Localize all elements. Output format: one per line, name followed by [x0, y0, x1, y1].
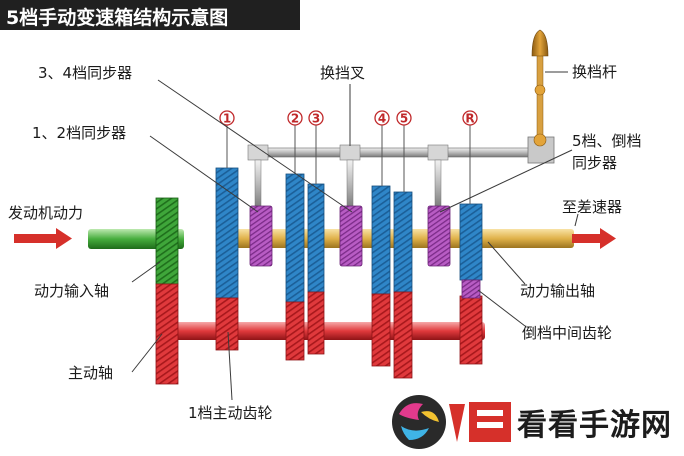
gear-number-1: 1: [219, 110, 235, 168]
label-main-shaft: 主动轴: [68, 364, 113, 382]
label-shift-fork: 换挡叉: [320, 64, 365, 82]
synchronizer-34: [339, 205, 363, 267]
gear-number-4: 4: [374, 110, 390, 186]
gear-2-drive: [285, 301, 305, 361]
label-sync-5r-line1: 5档、倒档: [572, 132, 642, 150]
label-sync-12: 1、2档同步器: [32, 124, 126, 142]
leader-reverse-idler: [477, 289, 526, 327]
label-to-differential: 至差速器: [562, 198, 622, 216]
shift-rail: [249, 147, 541, 158]
label-output-shaft: 动力输出轴: [520, 282, 595, 300]
gear-number-5: 5: [396, 110, 412, 192]
leader-main-shaft: [131, 333, 163, 373]
label-first-drive-gear: 1档主动齿轮: [188, 404, 273, 422]
watermark: 看看手游网: [385, 382, 684, 456]
leader-input-shaft: [131, 261, 161, 283]
svg-text:5: 5: [400, 112, 408, 126]
gear-number-3: 3: [308, 110, 324, 184]
svg-text:2: 2: [291, 112, 299, 126]
shift-fork-34: [339, 144, 361, 209]
synchronizer-5r: [427, 205, 451, 267]
gear-number-2: 2: [287, 110, 303, 174]
shift-fork-12: [247, 144, 269, 209]
svg-text:3: 3: [312, 112, 320, 126]
gear-1-drive: [215, 297, 239, 351]
gear-5-drive: [393, 291, 413, 379]
reverse-idler-gear: [461, 279, 481, 299]
watermark-text: 看看手游网: [517, 408, 672, 443]
input-arrow: [14, 228, 72, 249]
label-shift-lever: 换档杆: [572, 63, 617, 81]
leader-to-differential: [574, 213, 579, 227]
leader-output-shaft: [487, 241, 526, 285]
label-input-shaft: 动力输入轴: [34, 282, 109, 300]
shift-fork-5r: [427, 144, 449, 209]
label-sync-34: 3、4档同步器: [38, 64, 132, 82]
gear-5-driven: [393, 191, 413, 293]
gear-3-drive: [307, 291, 325, 355]
leader-sync-5r: [439, 149, 573, 213]
gear-4-drive: [371, 293, 391, 367]
output-arrow: [572, 228, 616, 249]
title-bar: 5档手动变速箱结构示意图: [0, 0, 300, 30]
gear-3-driven: [307, 183, 325, 293]
svg-text:R: R: [465, 112, 474, 126]
gear-number-r: R: [462, 110, 478, 204]
svg-text:1: 1: [223, 112, 231, 126]
leader-sync-34: [157, 79, 353, 213]
synchronizer-12: [249, 205, 273, 267]
page-title: 5档手动变速箱结构示意图: [6, 7, 229, 29]
label-reverse-idler: 倒档中间齿轮: [522, 324, 612, 342]
shift-lever: [527, 29, 555, 164]
gear-r-driven: [459, 203, 483, 281]
gear-2-driven: [285, 173, 305, 303]
svg-text:4: 4: [378, 112, 386, 126]
gear-r-drive: [459, 295, 483, 365]
counter-drive-gear: [155, 283, 179, 385]
leader-sync-12: [149, 135, 259, 213]
watermark-logo-icon: [385, 382, 684, 456]
label-sync-5r-line2: 同步器: [572, 154, 617, 172]
label-engine-power: 发动机动力: [8, 204, 83, 222]
input-drive-gear: [155, 197, 179, 285]
leader-first-drive-gear: [227, 331, 233, 401]
gear-1-driven: [215, 167, 239, 299]
gear-4-driven: [371, 185, 391, 295]
